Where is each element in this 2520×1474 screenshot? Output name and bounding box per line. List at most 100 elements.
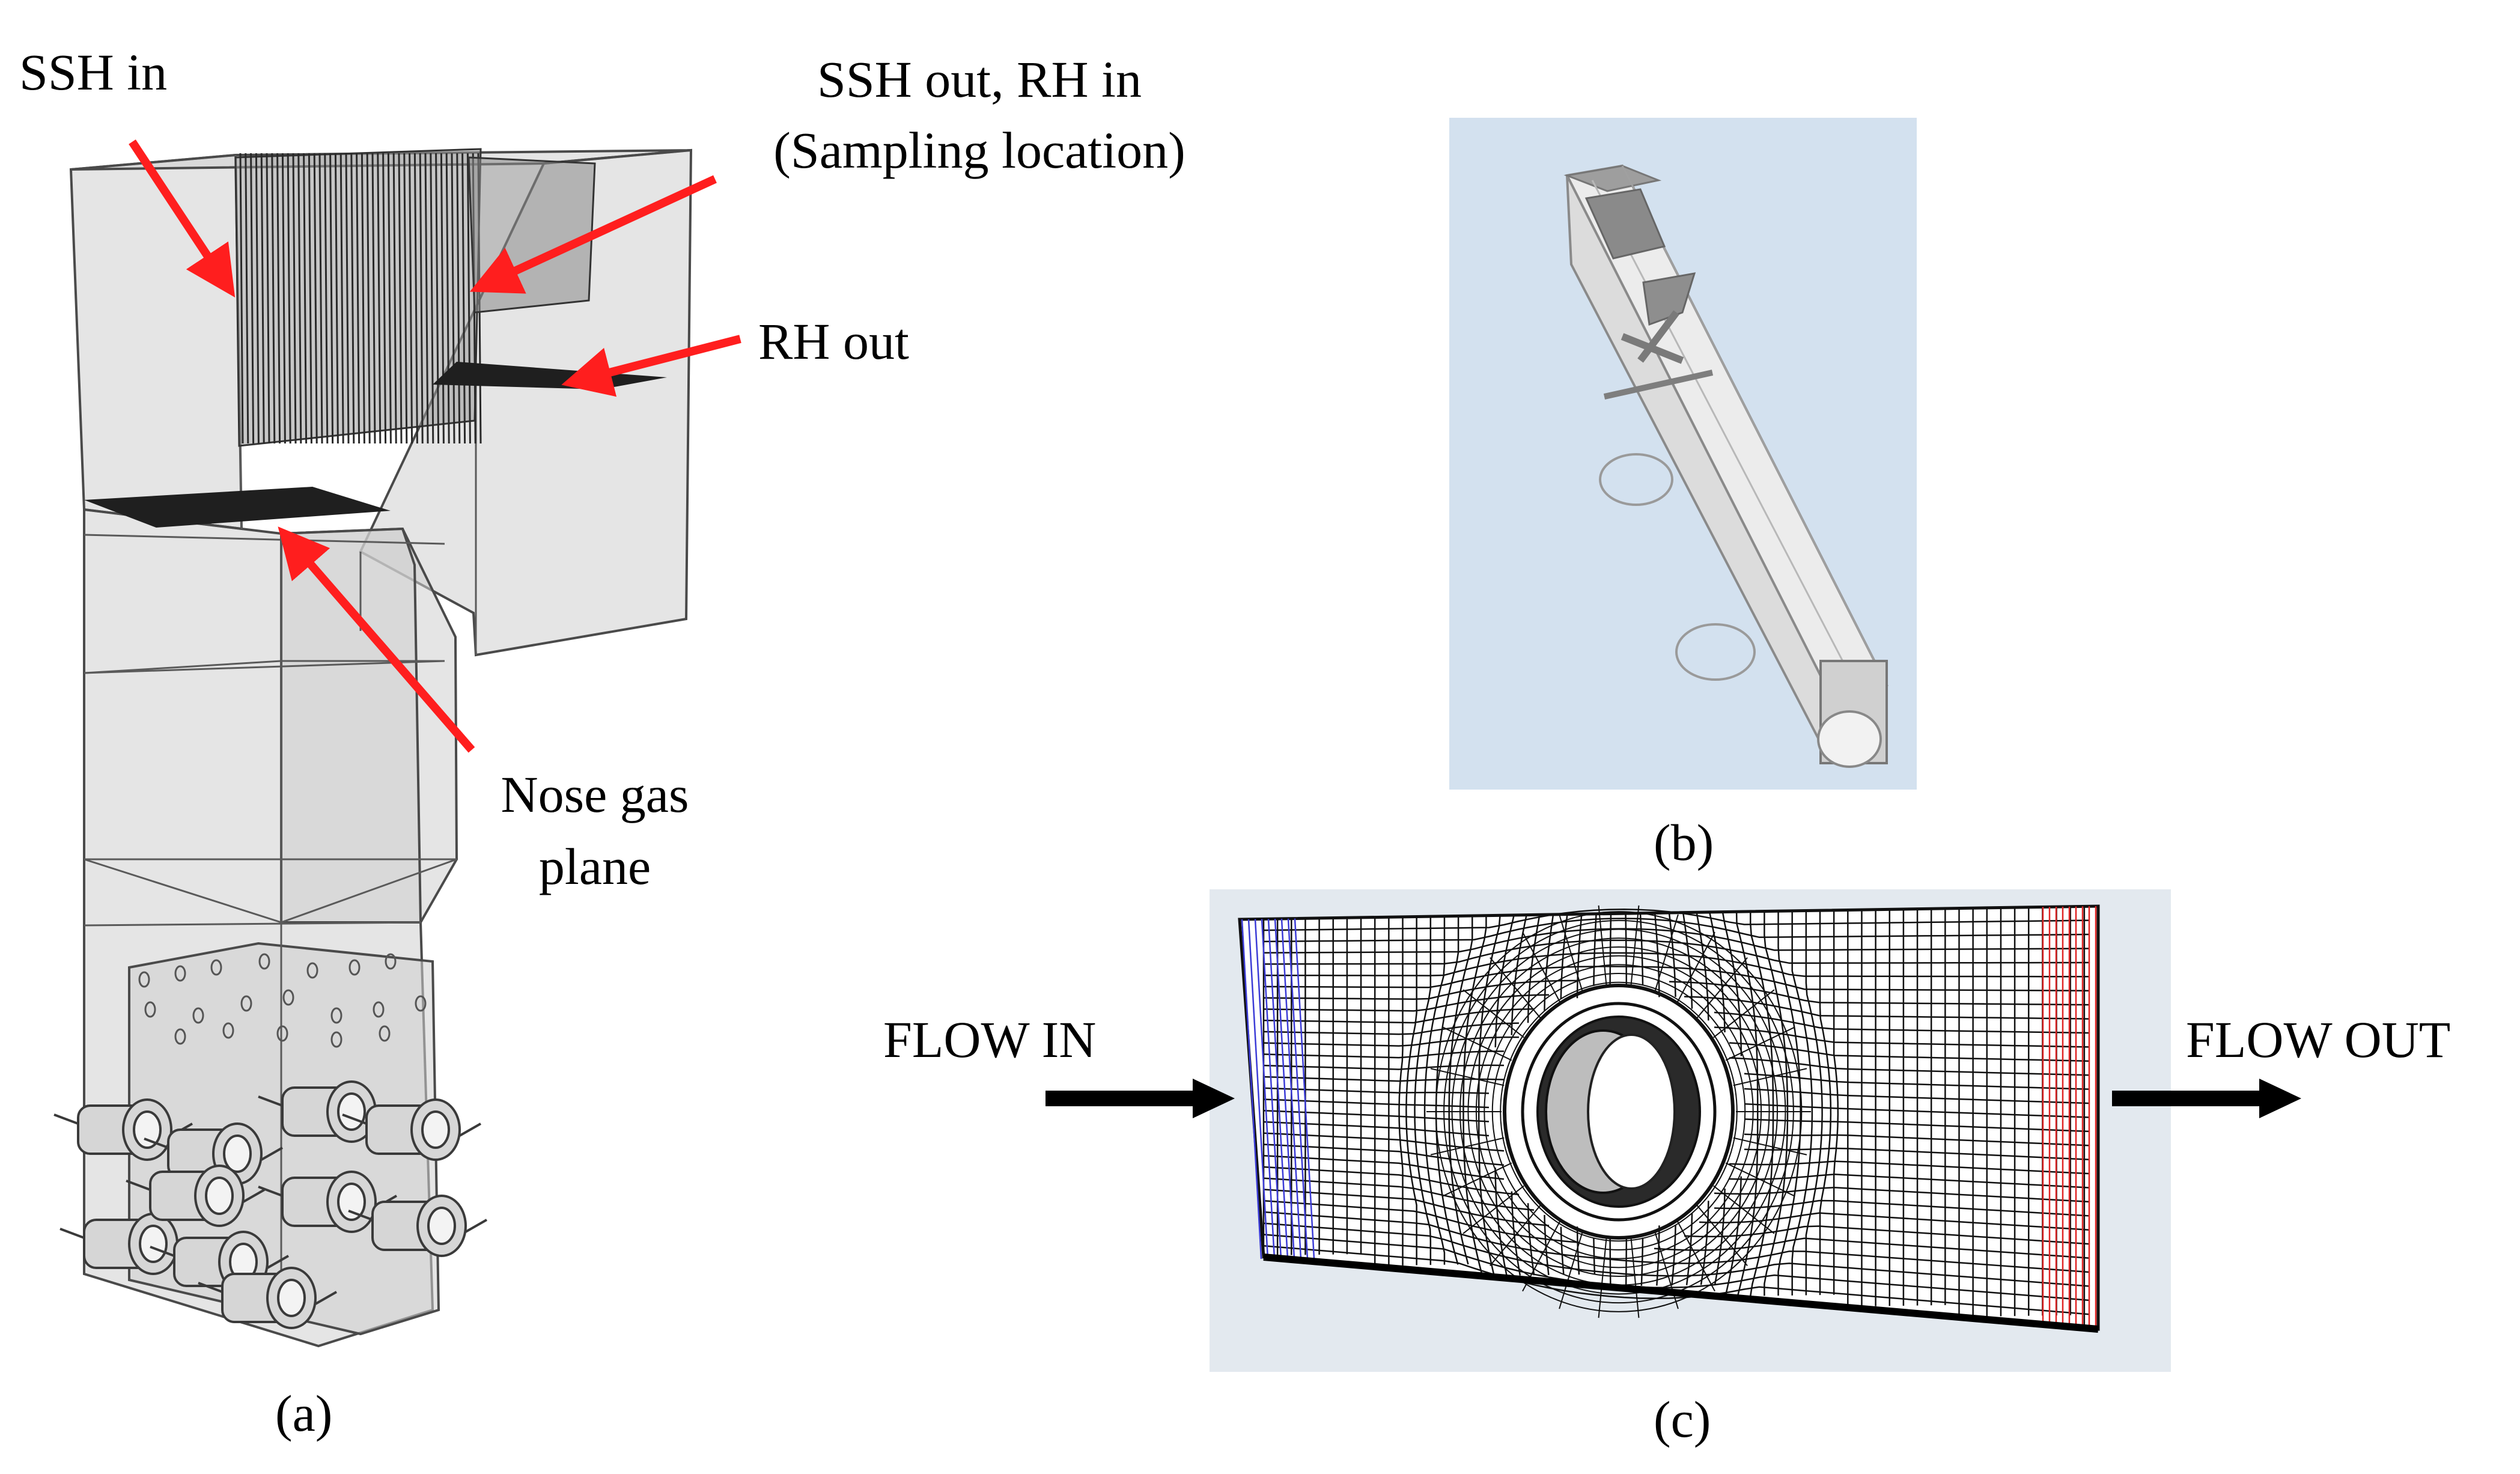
tube-line — [424, 153, 429, 444]
mesh-line — [1494, 1167, 1508, 1276]
mesh-ray — [1713, 989, 1775, 1038]
wall-opening — [210, 959, 222, 976]
mesh-ray — [1443, 1162, 1512, 1197]
mesh-line — [1640, 1237, 1644, 1286]
flow-in-arrow-shaft — [1045, 1091, 1196, 1106]
label-ssh-out-line1: SSH out, RH in — [817, 50, 1142, 108]
mesh-ray — [1725, 1162, 1795, 1197]
mesh-ray — [1430, 1068, 1505, 1086]
mesh-ray — [1733, 1137, 1807, 1156]
tube-line — [350, 153, 355, 444]
label-rh-out: RH out — [758, 312, 909, 370]
mesh-line — [1263, 1050, 1505, 1059]
flow-arrows — [1045, 1079, 2301, 1118]
mesh-line — [1777, 911, 1801, 1296]
mesh-ray — [1522, 931, 1561, 1003]
mesh-line — [1263, 1098, 1490, 1109]
burner — [342, 1098, 481, 1161]
wall-opening — [138, 971, 150, 988]
tube-line — [461, 153, 466, 444]
mesh-ray — [1676, 1220, 1715, 1292]
tube-line — [287, 153, 291, 444]
flow-out-arrow-shaft — [2112, 1091, 2262, 1106]
wall-opening — [415, 995, 427, 1012]
tube-line — [435, 153, 440, 444]
burner-section — [128, 942, 440, 1336]
mesh-line — [1764, 911, 1789, 1296]
mesh-line — [1819, 910, 1832, 1296]
tube-line — [303, 153, 308, 444]
mesh-line — [1625, 1238, 1628, 1287]
tube-line — [409, 153, 413, 444]
tube-line — [413, 153, 418, 444]
mesh-ray — [1713, 1185, 1775, 1234]
mesh-line — [1462, 915, 1487, 1276]
tube-line — [403, 153, 408, 444]
wall-opening — [282, 989, 294, 1006]
mesh-line — [1448, 916, 1473, 1265]
mesh-ray — [1443, 1026, 1512, 1061]
mesh-line — [1263, 1177, 1535, 1211]
wall-opening — [258, 953, 270, 970]
tube-line — [345, 153, 350, 444]
mesh-line — [1593, 913, 1597, 986]
tube-line — [250, 153, 255, 444]
mesh-ray — [1430, 1137, 1505, 1156]
mesh-line — [1654, 913, 1660, 997]
mesh-ray — [1462, 989, 1524, 1038]
wall-opening — [330, 1031, 342, 1048]
tube-line — [445, 153, 450, 444]
tube-line — [371, 153, 376, 444]
burner — [348, 1195, 487, 1257]
mesh-line — [1263, 1087, 1490, 1094]
mesh-line — [1494, 915, 1515, 1048]
arrow-ssh-in — [129, 139, 236, 298]
mesh-line — [1833, 910, 1839, 1295]
mesh-line — [1724, 1176, 1742, 1297]
wall-opening — [330, 1007, 342, 1024]
tube-line — [239, 153, 244, 444]
tube-line — [260, 153, 265, 444]
inlet-line — [1294, 918, 1315, 1259]
burner-assemblies — [53, 1080, 487, 1329]
mesh-ray — [1733, 1068, 1807, 1086]
mesh-line — [1729, 1042, 2090, 1062]
annotation-arrows — [129, 139, 741, 753]
burner — [126, 1165, 265, 1227]
tube-line — [276, 153, 281, 444]
mesh-line — [1263, 1121, 1490, 1137]
arrow-ssh-out — [469, 175, 717, 294]
mesh-line — [1263, 1154, 1505, 1180]
outlet-boundary — [2042, 906, 2097, 1329]
cylinder — [1503, 984, 1735, 1240]
mesh-line — [1263, 1199, 1580, 1244]
mesh-line — [1414, 916, 1432, 1265]
label-flow-out: FLOW OUT — [2186, 1011, 2451, 1068]
tube-line — [456, 153, 461, 444]
tube-line — [377, 153, 382, 444]
wall-opening — [174, 1028, 186, 1045]
mesh-line — [1478, 915, 1501, 1276]
probe-image — [1449, 118, 1917, 790]
mesh-ray — [1654, 914, 1679, 992]
mesh-line — [1682, 912, 1693, 1009]
label-nose-line2: plane — [538, 838, 651, 895]
tube-line — [308, 153, 312, 444]
mesh-line — [1263, 1109, 1490, 1122]
mesh-line — [1398, 916, 1404, 1265]
mesh-line — [1576, 914, 1583, 999]
tube-line — [356, 153, 361, 444]
inlet-line — [1287, 918, 1309, 1259]
tube-line — [361, 153, 365, 444]
mesh-line — [1609, 1238, 1612, 1287]
wall-opening — [192, 1007, 204, 1024]
tube-line — [245, 153, 249, 444]
tube-line — [382, 153, 387, 444]
wall-opening — [174, 965, 186, 982]
wall-opening — [385, 953, 397, 970]
tube-line — [339, 153, 344, 444]
mesh-line — [1669, 981, 2090, 1006]
mesh-line — [1714, 1026, 2090, 1048]
wall-opening — [373, 1001, 385, 1018]
mesh-line — [1576, 1226, 1580, 1275]
